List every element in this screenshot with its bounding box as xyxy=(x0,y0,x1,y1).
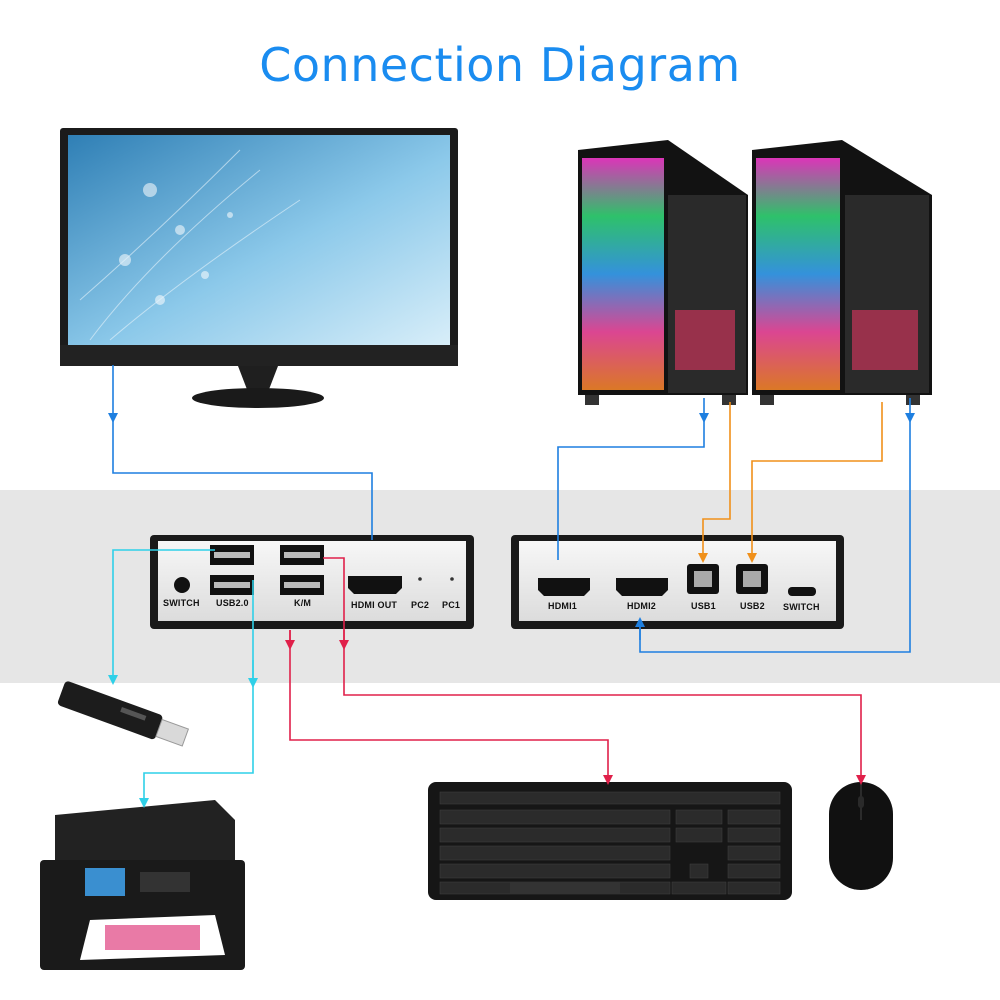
hdmi-port-icon xyxy=(616,578,668,596)
hdmi-port-icon xyxy=(538,578,590,596)
usb-a-port-icon xyxy=(210,545,324,595)
mouse-icon xyxy=(829,782,893,890)
printer-icon xyxy=(40,800,245,970)
usb20-label: USB2.0 xyxy=(216,598,249,608)
usb-b-port-icon xyxy=(687,564,768,594)
keyboard-icon xyxy=(428,782,792,900)
front-switch-label: SWITCH xyxy=(163,598,200,608)
usb1-label: USB1 xyxy=(691,601,716,611)
hdmi-out-to-monitor-line xyxy=(108,365,373,540)
hdmi1-label: HDMI1 xyxy=(548,601,578,611)
monitor-icon xyxy=(60,128,458,408)
pc2-usb-line xyxy=(747,402,883,563)
km-label: K/M xyxy=(294,598,312,608)
pc2-label: PC2 xyxy=(411,600,430,610)
kvm-front-panel xyxy=(150,535,474,629)
micro-usb-port-icon xyxy=(788,587,816,596)
back-switch-label: SWITCH xyxy=(783,602,820,612)
kvm-back-panel xyxy=(511,535,844,629)
pc1-label: PC1 xyxy=(442,600,461,610)
pc2-hdmi-line xyxy=(639,398,915,653)
pc1-hdmi-line xyxy=(557,398,709,560)
usb2-label: USB2 xyxy=(740,601,765,611)
usb20-dongle-line xyxy=(108,549,215,685)
km-mouse-line xyxy=(323,557,866,785)
pc-tower-icon xyxy=(752,140,932,405)
hdmi-port-icon xyxy=(348,576,402,594)
switch-button-icon[interactable] xyxy=(174,577,190,593)
km-keyboard-line xyxy=(289,630,613,785)
page-title: Connection Diagram xyxy=(259,38,741,92)
hdmi-out-label: HDMI OUT xyxy=(351,600,398,610)
pc-tower-icon xyxy=(578,140,748,405)
usb-drive-icon xyxy=(57,681,190,747)
hdmi2-label: HDMI2 xyxy=(627,601,657,611)
pc1-usb-line xyxy=(698,402,731,563)
